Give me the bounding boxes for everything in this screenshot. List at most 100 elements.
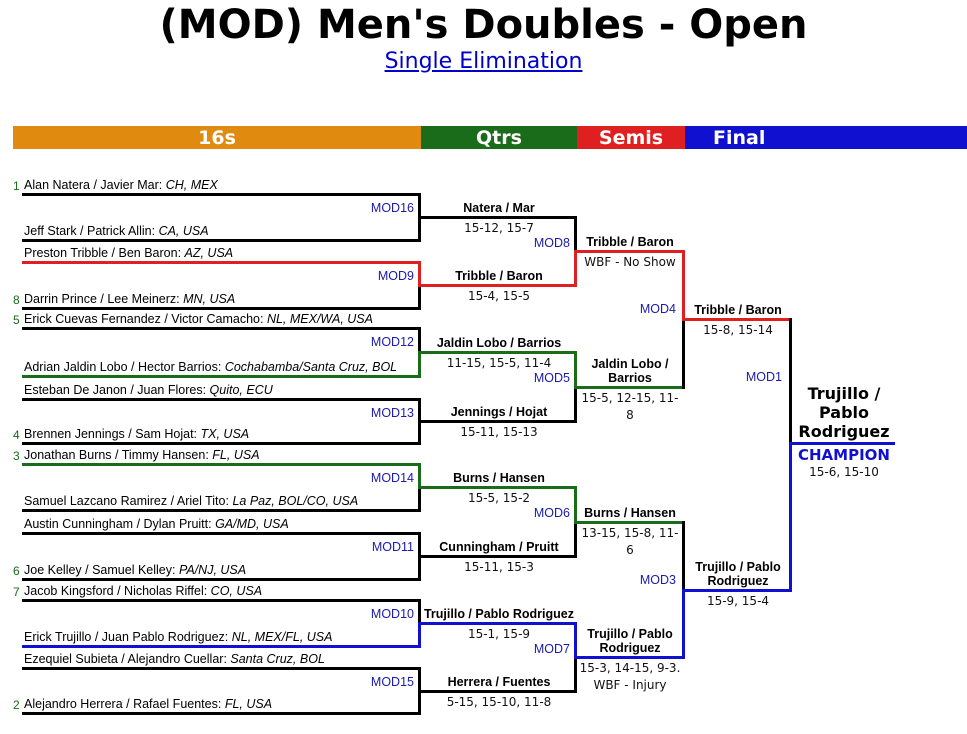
location-separator: : <box>151 224 159 238</box>
location-separator: : <box>202 383 210 397</box>
qtr-line <box>420 284 576 287</box>
location-separator: : <box>158 178 166 192</box>
seed-number: 1 <box>13 179 20 193</box>
team-names: Esteban De Janon / Juan Flores <box>24 383 203 397</box>
entry-row: Darrin Prince / Lee Meinerz: MN, USA <box>24 292 235 306</box>
team-location: Quito, ECU <box>209 383 273 397</box>
seed-number: 2 <box>13 698 20 712</box>
match-winner: Jaldin Lobo / Barrios <box>591 357 669 385</box>
entry-line <box>22 712 420 715</box>
match-code: MOD16 <box>370 201 414 215</box>
team-location: Cochabamba/Santa Cruz, BOL <box>224 360 398 374</box>
match-code: MOD13 <box>370 406 414 420</box>
entry-row: Alan Natera / Javier Mar: CH, MEX <box>24 178 218 192</box>
team-location: NL, MEX/FL, USA <box>231 630 333 644</box>
location-separator: : <box>223 652 231 666</box>
team-names: Alejandro Herrera / Rafael Fuentes <box>24 697 218 711</box>
entry-row: Jacob Kingsford / Nicholas Riffel: CO, U… <box>24 584 262 598</box>
champion-line <box>791 442 895 445</box>
seed-number: 3 <box>13 449 20 463</box>
match-score: 15-3, 14-15, 9-3. WBF - Injury <box>579 661 681 692</box>
entry-row: Jonathan Burns / Timmy Hansen: FL, USA <box>24 448 260 462</box>
match-code: MOD6 <box>533 506 570 520</box>
team-location: PA/NJ, USA <box>178 563 247 577</box>
winner-path <box>418 261 421 287</box>
match-winner: Trujillo / Pablo Rodriguez <box>587 627 673 655</box>
match-score: 15-5, 12-15, 11-8 <box>581 391 679 422</box>
team-names: Preston Tribble / Ben Baron <box>24 246 178 260</box>
match-winner: Jennings / Hojat <box>450 405 548 419</box>
entry-row: Esteban De Janon / Juan Flores: Quito, E… <box>24 383 273 397</box>
winner-path <box>682 589 685 659</box>
location-separator: : <box>217 697 225 711</box>
location-separator: : <box>193 427 201 441</box>
entry-row: Adrian Jaldin Lobo / Hector Barrios: Coc… <box>24 360 397 374</box>
location-separator: : <box>225 494 233 508</box>
entry-line <box>22 239 420 242</box>
match-connector <box>418 532 421 581</box>
match-code: MOD9 <box>377 269 414 283</box>
entry-line <box>22 463 420 466</box>
round-header-16s: 16s <box>13 126 421 149</box>
match-code: MOD7 <box>533 642 570 656</box>
entry-line <box>22 307 420 310</box>
single-elimination-link[interactable]: Single Elimination <box>384 49 583 74</box>
match-winner: Jaldin Lobo / Barrios <box>436 336 562 350</box>
match-score: 15-12, 15-7 <box>464 221 534 235</box>
match-winner: Tribble / Baron <box>455 269 543 283</box>
winner-path <box>574 486 577 524</box>
entry-row: Erick Trujillo / Juan Pablo Rodriguez: N… <box>24 630 332 644</box>
team-names: Adrian Jaldin Lobo / Hector Barrios <box>24 360 218 374</box>
subtitle: Single Elimination <box>0 48 967 76</box>
qtr-line <box>420 420 576 423</box>
entry-line <box>22 327 420 330</box>
semi-line <box>576 386 684 389</box>
round-header-qtrs: Qtrs <box>421 126 577 149</box>
entry-line <box>22 509 420 512</box>
team-location: MN, USA <box>183 292 236 306</box>
winner-path <box>418 622 421 648</box>
team-names: Jacob Kingsford / Nicholas Riffel <box>24 584 204 598</box>
qtr-line <box>420 351 576 354</box>
team-location: CO, USA <box>210 584 263 598</box>
match-code: MOD15 <box>370 675 414 689</box>
entry-line <box>22 645 420 648</box>
seed-number: 5 <box>13 313 20 327</box>
match-connector <box>418 398 421 445</box>
match-score: 11-15, 15-5, 11-4 <box>446 356 552 370</box>
team-names: Erick Trujillo / Juan Pablo Rodriguez <box>24 630 225 644</box>
entry-line <box>22 532 420 535</box>
team-location: Santa Cruz, BOL <box>230 652 325 666</box>
qtr-line <box>420 622 576 625</box>
match-winner: Trujillo / Pablo Rodriguez <box>695 560 781 588</box>
match-winner: Herrera / Fuentes <box>447 675 551 689</box>
round-header-final: Final <box>685 126 967 149</box>
semi-line <box>576 656 684 659</box>
match-winner: Cunningham / Pruitt <box>439 540 559 554</box>
team-location: FL, USA <box>212 448 260 462</box>
entry-row: Jeff Stark / Patrick Allin: CA, USA <box>24 224 209 238</box>
match-winner: Trujillo / Pablo Rodriguez <box>423 607 574 621</box>
location-separator: : <box>224 630 232 644</box>
match-score: 15-11, 15-13 <box>460 425 538 439</box>
team-location: CH, MEX <box>165 178 218 192</box>
entry-row: Ezequiel Subieta / Alejandro Cuellar: Sa… <box>24 652 325 666</box>
match-code: MOD11 <box>371 540 414 554</box>
team-location: GA/MD, USA <box>215 517 289 531</box>
entry-row: Preston Tribble / Ben Baron: AZ, USA <box>24 246 233 260</box>
entry-line <box>22 667 420 670</box>
winner-path <box>418 463 421 489</box>
entry-line <box>22 375 420 378</box>
team-names: Ezequiel Subieta / Alejandro Cuellar <box>24 652 224 666</box>
match-code: MOD1 <box>745 370 782 384</box>
location-separator: : <box>177 246 185 260</box>
match-winner: Tribble / Baron <box>694 303 782 317</box>
team-location: NL, MEX/WA, USA <box>266 312 373 326</box>
entry-row: Brennen Jennings / Sam Hojat: TX, USA <box>24 427 249 441</box>
winner-path <box>418 351 421 378</box>
team-location: AZ, USA <box>184 246 234 260</box>
winner-path <box>574 622 577 659</box>
entry-row: Erick Cuevas Fernandez / Victor Camacho:… <box>24 312 373 326</box>
entry-row: Samuel Lazcano Ramirez / Ariel Tito: La … <box>24 494 358 508</box>
location-separator: : <box>172 563 179 577</box>
